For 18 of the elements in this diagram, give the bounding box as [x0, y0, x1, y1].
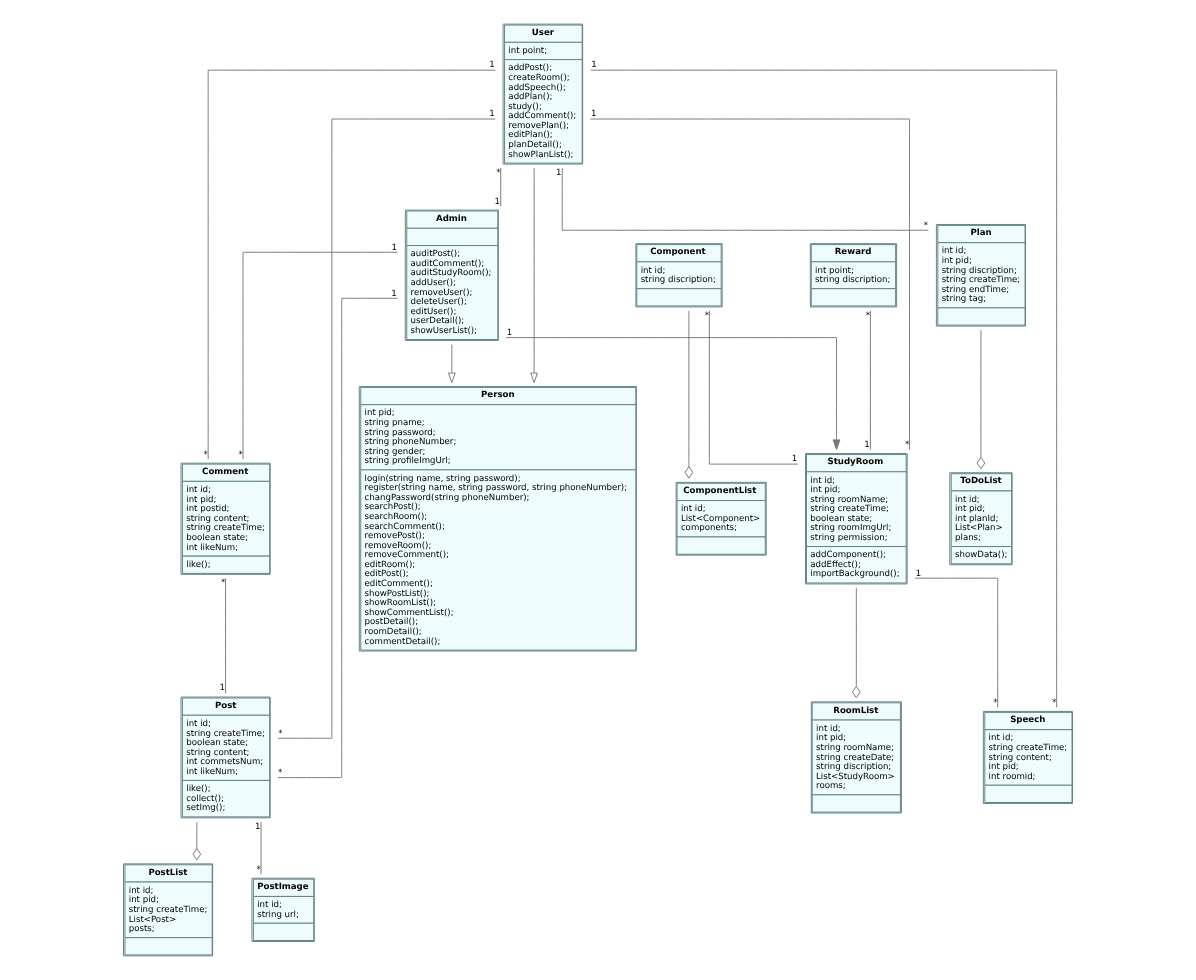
- connector: [192, 821, 202, 861]
- arrow: [505, 337, 841, 450]
- connector: [500, 167, 502, 207]
- connector: [852, 587, 861, 699]
- connector: [869, 310, 871, 450]
- connector: [242, 251, 398, 460]
- connector: [590, 69, 1058, 708]
- connector: [225, 577, 227, 694]
- arrow: [530, 167, 538, 384]
- connector: [561, 167, 929, 231]
- connector: [260, 821, 262, 875]
- connector: [708, 310, 799, 465]
- connector: [976, 329, 986, 470]
- connector: [589, 118, 910, 451]
- arrow: [447, 343, 456, 384]
- connector: [277, 297, 398, 779]
- connector: [684, 310, 694, 479]
- connector: [914, 577, 999, 708]
